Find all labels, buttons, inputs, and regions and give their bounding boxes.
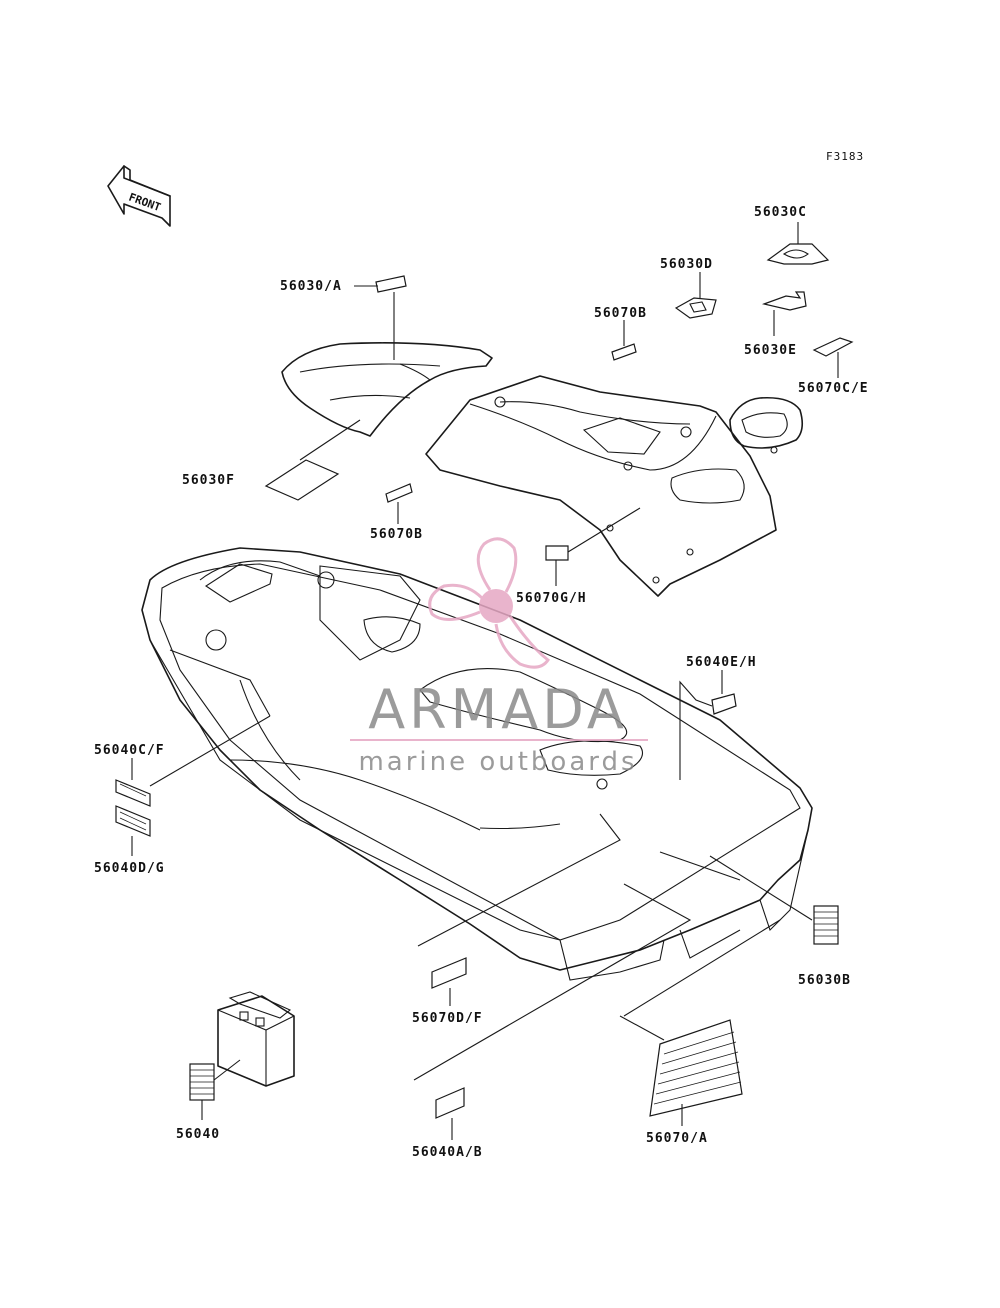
decal-56030E — [761, 291, 807, 311]
rear-cover-drawing — [281, 342, 493, 437]
decal-56040AB — [435, 1087, 465, 1119]
decal-56030C — [766, 243, 830, 265]
label-56040CF: 56040C/F — [94, 743, 165, 758]
battery-drawing — [217, 991, 295, 1087]
label-56040EH: 56040E/H — [686, 655, 757, 670]
watermark-tagline: marine outboards — [358, 747, 637, 777]
label-56030E: 56030E — [744, 343, 797, 358]
decal-56070DF — [431, 957, 467, 989]
decal-56030A — [375, 275, 407, 293]
label-56070B-upper: 56070B — [594, 306, 647, 321]
label-56040AB: 56040A/B — [412, 1145, 483, 1160]
decal-56030B — [813, 905, 839, 945]
decal-56070GH — [545, 545, 569, 561]
label-56030C: 56030C — [754, 205, 807, 220]
label-56070A: 56070/A — [646, 1131, 708, 1146]
front-arrow-text: FRONT — [127, 191, 163, 215]
decal-56040 — [189, 1063, 215, 1101]
gauge-bezel-drawing — [729, 396, 804, 454]
label-56030A: 56030/A — [280, 279, 342, 294]
decal-56040EH — [711, 693, 737, 715]
decal-56070CE — [812, 337, 854, 357]
decal-56070B-lower — [385, 483, 413, 503]
decal-56040DG — [115, 805, 151, 837]
watermark: ARMADA marine outboards — [350, 537, 648, 777]
propeller-logo — [428, 537, 551, 669]
decal-56070B-upper — [611, 343, 637, 361]
label-56040: 56040 — [176, 1127, 220, 1142]
front-deck-drawing — [425, 375, 777, 597]
figure-code: F3183 — [826, 150, 864, 163]
label-56070CE: 56070C/E — [798, 381, 869, 396]
hull-drawing — [141, 547, 813, 981]
decal-56030F — [264, 459, 340, 501]
label-56030F: 56030F — [182, 473, 235, 488]
decal-56040CF — [115, 779, 151, 807]
label-56070GH: 56070G/H — [516, 591, 587, 606]
watermark-brand: ARMADA — [368, 678, 628, 741]
front-arrow-icon: FRONT — [107, 165, 171, 227]
label-56030B: 56030B — [798, 973, 851, 988]
decal-56030D — [674, 297, 717, 319]
label-56040DG: 56040D/G — [94, 861, 165, 876]
decal-56070A — [649, 1019, 743, 1117]
label-56030D: 56030D — [660, 257, 713, 272]
label-56070DF: 56070D/F — [412, 1011, 483, 1026]
label-56070B-lower: 56070B — [370, 527, 423, 542]
